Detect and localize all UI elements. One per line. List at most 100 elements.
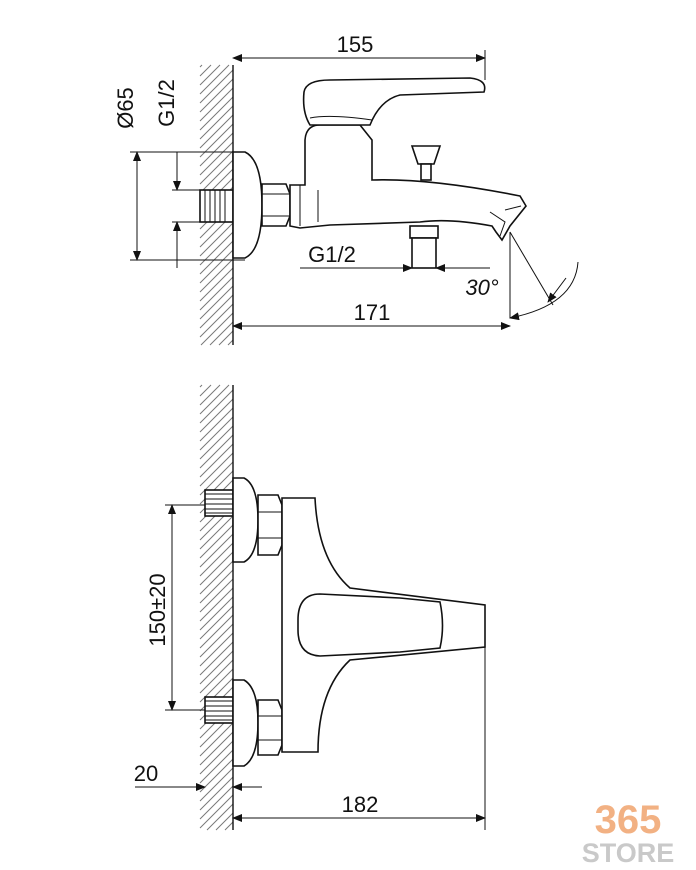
escutcheon-lower <box>232 679 259 767</box>
hatch-line <box>199 64 221 86</box>
hatch-line <box>199 105 234 140</box>
hatch-line <box>199 64 203 68</box>
hatch-line <box>224 821 234 831</box>
front-view: 150±20 20 182 <box>134 384 486 831</box>
hatch-line <box>199 614 234 649</box>
lever-base-line <box>309 115 373 121</box>
watermark-word: STORE <box>582 838 675 868</box>
shower-outlet-top <box>409 225 439 269</box>
spout-tip <box>504 205 522 211</box>
dim-depth-label: 20 <box>134 761 158 786</box>
hatch-line <box>199 605 234 640</box>
dim-thread-bottom-label: G1/2 <box>308 242 356 267</box>
hatch-line <box>199 578 234 613</box>
hex-nut-top <box>261 183 291 227</box>
hatch-line <box>199 425 234 460</box>
escutcheon-upper <box>232 477 259 563</box>
hatch-line <box>199 249 234 284</box>
hatch-line <box>199 258 234 293</box>
hatch-line <box>199 452 234 487</box>
hatch-line <box>199 740 234 775</box>
lever-handle-front <box>297 593 444 657</box>
hatch-line <box>199 623 234 658</box>
hatch-line <box>199 443 234 478</box>
hatch-line <box>215 812 234 831</box>
wall-hatch-front <box>199 384 234 831</box>
hatch-line <box>199 794 234 829</box>
hatch-line <box>199 384 203 388</box>
hatch-line <box>199 569 234 604</box>
hatch-line <box>227 339 234 346</box>
lever-handle-top <box>302 77 486 126</box>
escutcheon-top <box>232 151 263 259</box>
angle-arc <box>509 261 579 321</box>
hatch-line <box>199 294 234 329</box>
hatch-line <box>199 64 230 95</box>
hatch-line <box>218 330 234 346</box>
hatch-line <box>199 524 234 559</box>
hatch-line <box>199 767 234 802</box>
dim-155-label: 155 <box>337 32 374 57</box>
hatch-line <box>199 722 234 757</box>
hatch-line <box>199 384 230 415</box>
hatch-line <box>199 114 234 149</box>
hatch-line <box>199 141 234 176</box>
angle-arrow <box>547 277 567 303</box>
hatch-line <box>199 150 234 185</box>
hatch-line <box>199 542 234 577</box>
hatch-line <box>199 78 234 113</box>
threaded-connector-upper <box>204 489 234 517</box>
hatch-line <box>199 384 212 397</box>
hatch-line <box>199 632 234 667</box>
hex-nut-upper <box>257 494 283 556</box>
hatch-line <box>199 87 234 122</box>
hatch-line <box>199 132 234 167</box>
hatch-line <box>199 267 234 302</box>
hatch-line <box>199 285 234 320</box>
hatch-line <box>199 641 234 676</box>
hatch-line <box>199 659 234 694</box>
hatch-line <box>199 551 234 586</box>
hex-nut-lower <box>257 699 283 756</box>
hatch-line <box>199 650 234 685</box>
hatch-line <box>209 321 234 346</box>
dim-diameter-label: Ø65 <box>113 87 138 129</box>
hatch-line <box>199 389 234 424</box>
hatch-line <box>199 434 234 469</box>
dim-spacing-label: 150±20 <box>145 573 170 646</box>
hatch-line <box>199 416 234 451</box>
hatch-line <box>206 803 234 831</box>
hatch-line <box>199 515 234 550</box>
spout-outlet <box>489 211 506 237</box>
hatch-line <box>199 407 234 442</box>
hatch-line <box>199 596 234 631</box>
hatch-line <box>199 159 234 194</box>
hatch-line <box>199 303 234 338</box>
threaded-connector-top <box>199 189 234 223</box>
watermark-number: 365 <box>595 798 662 842</box>
hatch-line <box>199 749 234 784</box>
hatch-line <box>200 312 234 346</box>
hatch-line <box>199 587 234 622</box>
hatch-line <box>199 398 234 433</box>
hatch-line <box>199 533 234 568</box>
hatch-line <box>199 69 234 104</box>
hatch-line <box>199 731 234 766</box>
dim-angle-label: 30° <box>465 275 498 300</box>
threaded-connector-lower <box>204 696 234 724</box>
angle-ref-slanted <box>509 231 554 306</box>
hatch-line <box>199 222 234 257</box>
diverter-knob-top <box>410 145 442 181</box>
hatch-line <box>199 776 234 811</box>
dim-171-label: 171 <box>354 300 391 325</box>
hatch-line <box>199 96 234 131</box>
hatch-line <box>199 64 212 77</box>
hatch-line <box>199 384 221 406</box>
top-view: 155 Ø65 G1/2 G1/2 30° 171 <box>113 32 579 346</box>
dim-182-label: 182 <box>342 792 379 817</box>
hatch-line <box>199 785 234 820</box>
hatch-line <box>199 560 234 595</box>
mixer-body-top <box>289 124 527 242</box>
store-watermark: 365 STORE <box>582 798 675 868</box>
